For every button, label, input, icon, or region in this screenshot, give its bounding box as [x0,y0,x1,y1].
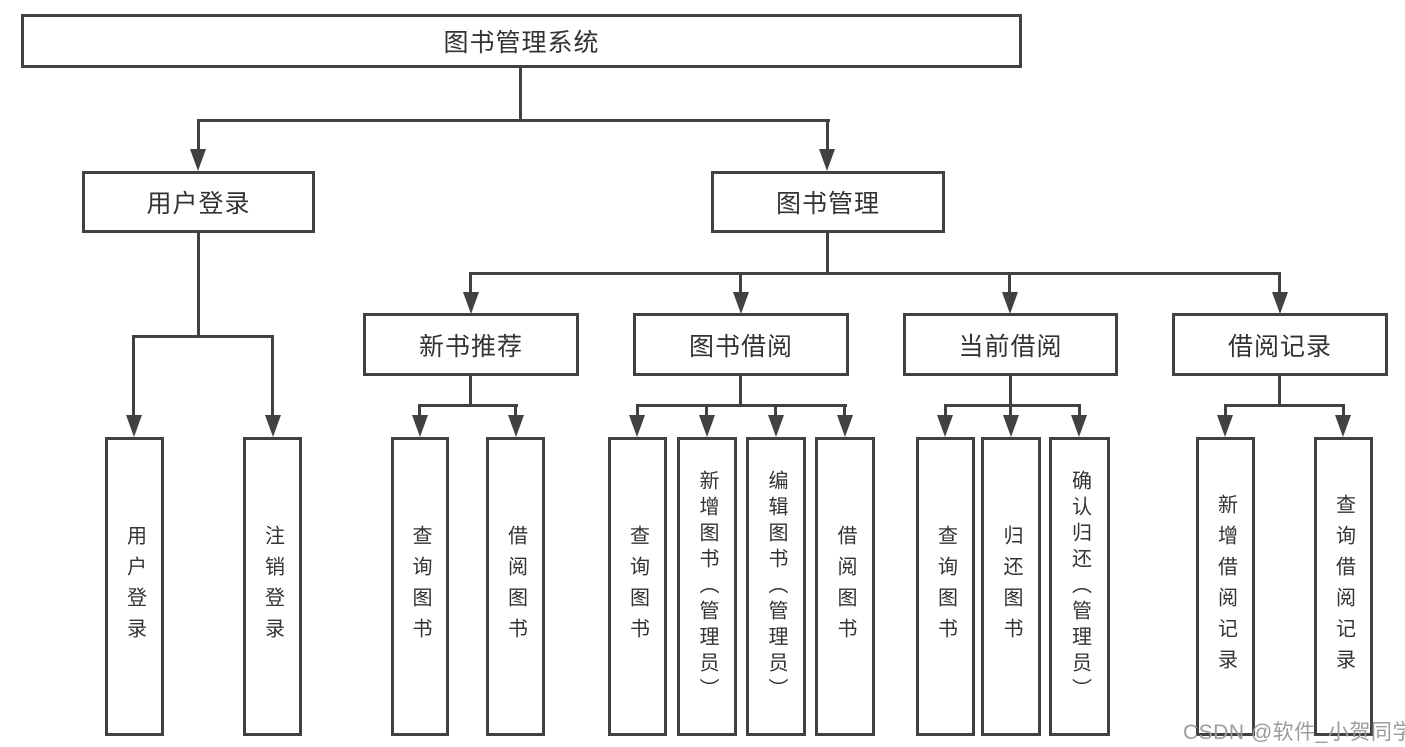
arrow-to-bb-add-books [699,415,715,437]
arrow-to-bb-edit-books [768,415,784,437]
node-leaf-bb-edit-books-admin: 编辑图书（管理员） [746,437,806,736]
node-leaf-logout: 注销登录 [243,437,302,736]
node-label: 新增借阅记录 [1214,493,1237,680]
node-label: 图书管理 [775,190,880,218]
arrow-to-nb-borrow-books [508,415,524,437]
arrow-to-new-book-recommend [463,292,479,314]
connector-root-branch [197,119,830,122]
arrow-to-br-add-record [1217,415,1233,437]
connector-book-mgmt-drop-2 [739,272,742,297]
node-label: 新书推荐 [418,332,523,361]
connector-book-mgmt-drop-3 [1008,272,1011,297]
connector-root-stem [519,66,522,121]
node-leaf-br-add-record: 新增借阅记录 [1196,437,1255,736]
node-label: 查询图书 [409,524,431,649]
node-leaf-br-query-record: 查询借阅记录 [1314,437,1373,736]
connector-user-login-drop-1 [132,335,135,417]
arrow-to-borrowing-records [1272,292,1288,314]
connector-user-login-branch [132,335,274,338]
arrow-to-user-login [190,149,206,171]
node-leaf-cb-return-books: 归还图书 [981,437,1041,736]
connector-nb-branch [418,404,518,407]
node-label: 图书借阅 [688,332,793,361]
connector-book-mgmt-branch [469,272,1281,275]
connector-br-branch [1224,404,1345,407]
node-label: 确认归还（管理员） [1068,469,1091,704]
node-leaf-cb-query-books: 查询图书 [916,437,975,736]
node-leaf-bb-borrow-books: 借阅图书 [815,437,875,736]
node-label: 借阅图书 [504,524,527,649]
node-leaf-nb-borrow-books: 借阅图书 [486,437,545,736]
node-borrowing-records: 借阅记录 [1172,313,1388,376]
connector-bb-stem [739,374,742,406]
arrow-to-nb-query-books [412,415,428,437]
node-leaf-user-login: 用户登录 [105,437,164,736]
node-label: 图书管理系统 [443,29,600,57]
arrow-to-bb-query-books [629,415,645,437]
connector-root-drop-left [197,119,200,152]
node-library-management-system: 图书管理系统 [21,14,1022,68]
node-label: 编辑图书（管理员） [765,469,787,704]
arrow-to-book-management [819,149,835,171]
node-leaf-bb-query-books: 查询图书 [608,437,667,736]
connector-user-login-drop-2 [271,335,274,417]
node-leaf-cb-confirm-return-admin: 确认归还（管理员） [1049,437,1110,736]
node-label: 借阅记录 [1227,332,1332,361]
connector-cb-stem [1009,374,1012,406]
node-label: 借阅图书 [834,524,856,649]
node-label: 用户登录 [146,190,251,218]
connector-book-mgmt-drop-1 [469,272,472,297]
arrow-to-cb-query-books [937,415,953,437]
connector-book-mgmt-drop-4 [1278,272,1281,297]
node-label: 查询图书 [626,524,649,649]
node-user-login: 用户登录 [82,171,315,233]
node-label: 新增图书（管理员） [696,469,718,704]
connector-book-mgmt-stem [826,231,829,274]
arrow-to-current-borrowing [1002,292,1018,314]
node-label: 用户登录 [123,524,146,649]
connector-br-stem [1278,374,1281,406]
arrow-to-book-borrowing [733,292,749,314]
csdn-watermark: CSDN @软件_小贺同学 [1183,721,1405,744]
arrow-to-leaf-user-login [126,415,142,437]
node-label: 查询借阅记录 [1332,493,1355,680]
node-label: 查询图书 [934,524,957,649]
node-current-borrowing: 当前借阅 [903,313,1118,376]
node-leaf-nb-query-books: 查询图书 [391,437,449,736]
node-label: 归还图书 [1000,524,1022,649]
node-label: 注销登录 [261,524,284,649]
arrow-to-cb-return-books [1003,415,1019,437]
connector-cb-branch [944,404,1081,407]
arrow-to-cb-confirm-return [1071,415,1087,437]
connector-root-drop-right [826,119,829,152]
arrow-to-leaf-logout [265,415,281,437]
arrow-to-bb-borrow-books [837,415,853,437]
connector-nb-stem [469,374,472,406]
node-label: 当前借阅 [958,332,1063,361]
connector-user-login-stem [197,231,200,337]
node-leaf-bb-add-books-admin: 新增图书（管理员） [677,437,737,736]
node-book-borrowing: 图书借阅 [633,313,849,376]
arrow-to-br-query-record [1335,415,1351,437]
node-book-management: 图书管理 [711,171,945,233]
node-new-book-recommend: 新书推荐 [363,313,579,376]
connector-bb-branch [636,404,847,407]
